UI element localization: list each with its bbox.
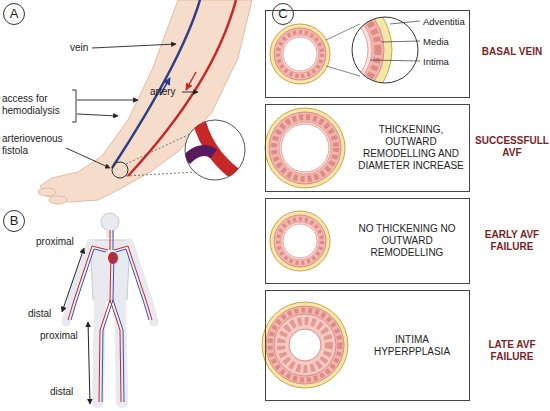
layer-label: Adventitia <box>423 16 469 27</box>
stage-heading: SUCCESSFULL AVF <box>474 135 550 159</box>
adventitia-ring <box>265 108 345 188</box>
zoom-media-cells <box>282 2 378 98</box>
media-cells <box>278 219 322 263</box>
layer-leader <box>390 21 420 24</box>
arm <box>66 243 91 322</box>
stage-box: THICKENING, OUTWARD REMODELLING AND DIAM… <box>265 104 470 192</box>
vein-leader <box>92 44 176 48</box>
media-ring <box>274 215 326 267</box>
leg-proximal-distal-arrow <box>88 322 90 404</box>
zoom-content <box>268 0 392 112</box>
forearm <box>38 0 252 204</box>
annotation-label: arteriovenous fistola <box>2 133 82 157</box>
panel-letter: C <box>272 3 294 25</box>
annotation-label: proximal <box>36 236 86 248</box>
access-arrow <box>77 114 118 116</box>
media-ring <box>266 306 344 384</box>
intima-ring <box>281 222 319 260</box>
media-cells <box>278 32 322 76</box>
zoom-circle <box>352 17 418 83</box>
adventitia-ring <box>270 211 330 271</box>
stage-heading: LATE AVF FAILURE <box>474 339 550 363</box>
adventitia-ring <box>262 302 348 388</box>
stage-box: AdventitiaMediaIntimaBASAL VEIN <box>265 10 470 98</box>
panel-letter: A <box>3 3 25 25</box>
access-bracket <box>72 90 76 122</box>
narrow-lumen <box>289 329 321 361</box>
intima-ring <box>279 122 331 174</box>
intima-ring <box>281 35 319 73</box>
layer-leader <box>381 41 420 42</box>
zoom-intima <box>288 8 372 92</box>
panel-letter-text: A <box>4 6 24 22</box>
stage-heading: BASAL VEIN <box>474 46 550 58</box>
artery-flow-arrow <box>186 72 196 90</box>
successful-avf-section <box>265 108 345 188</box>
stage-description: NO THICKENING NO OUTWARD REMODELLING <box>346 223 468 259</box>
lumen <box>281 124 329 172</box>
finger <box>49 196 67 204</box>
annotation-label: proximal <box>40 330 90 342</box>
intima-cells <box>281 321 329 369</box>
panel-letter: B <box>3 210 25 232</box>
media-ring <box>274 28 326 80</box>
zoom-leader <box>126 172 196 176</box>
finger <box>38 188 56 196</box>
zoom-vein <box>186 151 214 160</box>
zoom-leader <box>326 66 360 76</box>
layer-label: Media <box>423 36 469 47</box>
panel-letter-text: B <box>4 213 24 229</box>
early-failure-section <box>270 211 330 271</box>
human-figure <box>62 213 154 404</box>
annotation-label: access for hemodialysis <box>2 93 70 117</box>
access-arrow <box>77 100 138 101</box>
adventitia-ring <box>270 24 330 84</box>
heart <box>108 252 118 264</box>
zoom-leader <box>126 134 190 164</box>
stage-box: INTIMA HYPERPPLASIALATE AVF FAILURE <box>265 290 470 401</box>
zoom-adventitia <box>268 0 392 112</box>
annotation-label: vein <box>70 42 110 54</box>
late-failure-section <box>262 302 348 388</box>
lumen <box>283 37 317 71</box>
stage-box: NO THICKENING NO OUTWARD REMODELLINGEARL… <box>265 198 470 284</box>
fistula-leader <box>66 148 110 168</box>
arm-skin <box>40 0 252 202</box>
media-ring <box>269 112 341 184</box>
annotation-label: distal <box>50 386 90 398</box>
media-cells <box>274 117 336 179</box>
layer-label: Intima <box>423 56 469 67</box>
panel-letter-text: C <box>273 6 293 22</box>
zoom-lumen <box>292 12 368 88</box>
stage-description: INTIMA HYPERPPLASIA <box>358 334 466 358</box>
media-cells <box>270 310 340 380</box>
arm-proximal-distal-arrow <box>62 248 84 312</box>
artery-leader <box>182 92 198 93</box>
layer-leader <box>370 60 420 61</box>
arm <box>129 243 154 322</box>
hyperplastic-intima <box>274 314 336 376</box>
lumen <box>283 224 317 258</box>
head <box>101 213 119 231</box>
fistula-site <box>112 162 128 178</box>
fistula-zoom-content <box>186 118 246 182</box>
basal-vein-section <box>268 0 420 112</box>
stage-heading: EARLY AVF FAILURE <box>474 229 550 253</box>
stage-description: THICKENING, OUTWARD REMODELLING AND DIAM… <box>354 124 468 172</box>
arteries <box>68 230 152 402</box>
veins <box>71 230 149 402</box>
annotation-label: distal <box>28 308 68 320</box>
annotation-label: artery <box>150 86 182 98</box>
